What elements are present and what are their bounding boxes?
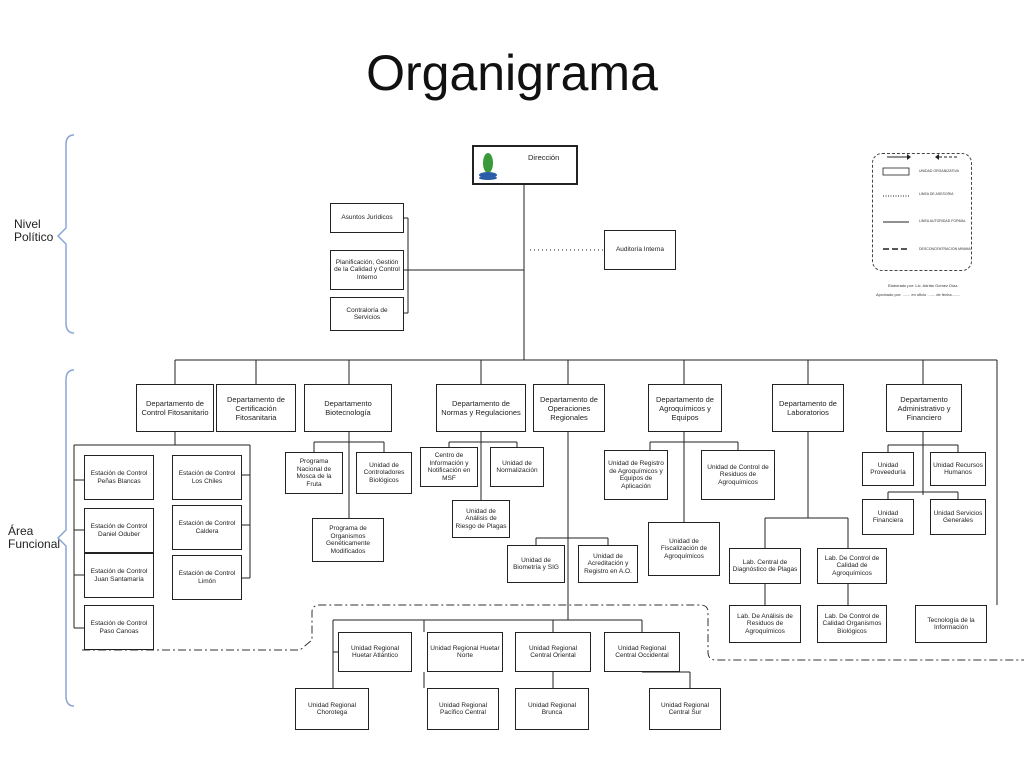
side-label-nivel-politico: Nivel Político [14, 217, 54, 244]
dept-laboratorios: Departamento de Laboratorios [772, 384, 844, 432]
programa-ogm: Programa de Organismos Genéticamente Mod… [312, 518, 384, 562]
dept-biotecnologia: Departamento Biotecnología [304, 384, 392, 432]
legend-item-desconcentracion: DESCONCENTRACION MINIMA [919, 247, 971, 251]
estacion-los-chiles: Estación de Control Los Chiles [172, 455, 242, 500]
unidad-regional-central-occidental: Unidad Regional Central Occidental [604, 632, 680, 672]
estacion-paso-canoas: Estación de Control Paso Canoas [84, 605, 154, 650]
estacion-penas-blancas: Estación de Control Peñas Blancas [84, 455, 154, 500]
unidad-regional-chorotega: Unidad Regional Chorotega [295, 688, 369, 730]
lab-analisis-residuos: Lab. De Análisis de Residuos de Agroquím… [729, 605, 801, 643]
unidad-fiscalizacion-agroquimicos: Unidad de Fiscalización de Agroquímicos [648, 522, 720, 576]
direccion-box: Dirección [472, 145, 578, 185]
slide-title: Organigrama [366, 45, 658, 101]
estacion-limon: Estación de Control Limón [172, 555, 242, 600]
unidad-recursos-humanos: Unidad Recursos Humanos [930, 452, 986, 486]
dept-normas-regulaciones: Departamento de Normas y Regulaciones [436, 384, 526, 432]
unidad-financiera: Unidad Financiera [862, 499, 914, 535]
legend-symbols [882, 154, 959, 250]
legend-item-linea-asesoria: LINEA DE ASESORIA [919, 192, 954, 196]
asuntos-juridicos-box: Asuntos Jurídicos [330, 203, 404, 233]
programa-mosca-fruta: Programa Nacional de Mosca de la Fruta [285, 452, 343, 494]
legend-box: UNIDAD ORGANIZATIVA LINEA DE ASESORIA LI… [872, 153, 972, 271]
unidad-analisis-riesgo-plagas: Unidad de Análisis de Riesgo de Plagas [452, 500, 510, 538]
unidad-servicios-generales: Unidad Servicios Generales [930, 499, 986, 535]
lab-central-diagnostico: Lab. Central de Diagnóstico de Plagas [729, 548, 801, 584]
unidad-regional-central-oriental: Unidad Regional Central Oriental [515, 632, 591, 672]
unidad-registro-agroquimicos: Unidad de Registro de Agroquímicos y Equ… [604, 450, 668, 500]
unidad-acreditacion-registro: Unidad de Acreditación y Registro en A.O… [578, 545, 638, 583]
dept-certificacion-fitosanitaria: Departamento de Certificación Fitosanita… [216, 384, 296, 432]
tecnologia-informacion: Tecnología de la Información [915, 605, 987, 643]
unidad-biometria-sig: Unidad de Biometría y SIG [507, 545, 565, 583]
legend-item-unidad-organizativa: UNIDAD ORGANIZATIVA [919, 169, 959, 173]
estacion-juan-santamaria: Estación de Control Juan Santamaría [84, 553, 154, 598]
unidad-proveeduria: Unidad Proveeduría [862, 452, 914, 486]
auditoria-interna-box: Auditoría Interna [604, 230, 676, 270]
estacion-daniel-oduber: Estación de Control Daniel Oduber [84, 508, 154, 553]
unidad-normalizacion: Unidad de Normalización [490, 447, 544, 487]
dept-operaciones-regionales: Departamento de Operaciones Regionales [533, 384, 605, 432]
unidad-regional-central-sur: Unidad Regional Central Sur [649, 688, 721, 730]
legend-aprobado-por: Aprobado por: ....... en oficio ....... … [876, 292, 961, 297]
dept-administrativo-financiero: Departamento Administrativo y Financiero [886, 384, 962, 432]
unidad-control-residuos: Unidad de Control de Residuos de Agroquí… [701, 450, 775, 500]
unidad-regional-huetar-atlantico: Unidad Regional Huetar Atlántico [338, 632, 412, 672]
unidad-regional-brunca: Unidad Regional Brunca [515, 688, 589, 730]
legend-item-linea-autoridad: LINEA AUTORIDAD FORMAL [919, 219, 966, 223]
institution-logo [479, 153, 497, 180]
estacion-caldera: Estación de Control Caldera [172, 505, 242, 550]
dept-agroquimicos-equipos: Departamento de Agroquímicos y Equipos [648, 384, 722, 432]
contraloria-box: Contraloría de Servicios [330, 297, 404, 331]
lab-calidad-organismos-biologicos: Lab. De Control de Calidad Organismos Bi… [817, 605, 887, 643]
dept-control-fitosanitario: Departamento de Control Fitosanitario [136, 384, 214, 432]
unidad-regional-huetar-norte: Unidad Regional Huetar Norte [427, 632, 503, 672]
centro-informacion-msf: Centro de Información y Notificación en … [420, 447, 478, 487]
side-brackets [56, 134, 75, 707]
direccion-label: Dirección [528, 153, 560, 162]
unidad-regional-pacifico-central: Unidad Regional Pacífico Central [427, 688, 499, 730]
legend-elaborado-por: Elaborado por: Lic. Adrián Gómez Díaz. [888, 283, 959, 288]
lab-control-calidad-agroquimicos: Lab. De Control de Calidad de Agroquímic… [817, 548, 887, 584]
unidad-controladores-biologicos: Unidad de Controladores Biológicos [356, 452, 412, 494]
planificacion-box: Planificación, Gestión de la Calidad y C… [330, 250, 404, 290]
side-label-area-funcional: Área Funcional [8, 524, 61, 551]
